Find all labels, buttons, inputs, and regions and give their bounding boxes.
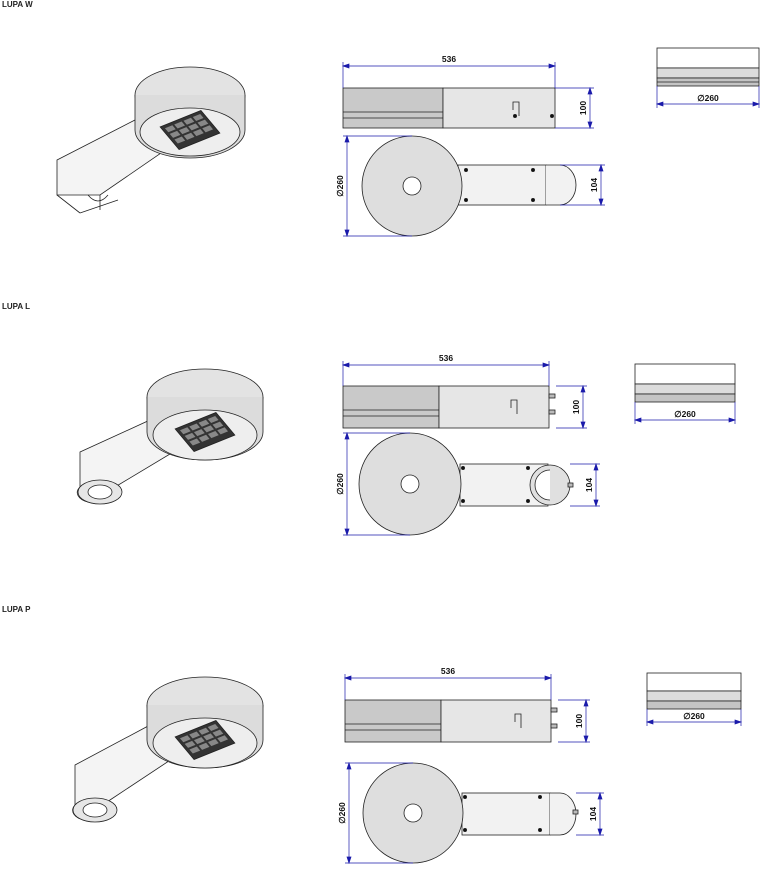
section-lupa-p: LUPA P xyxy=(0,605,761,895)
dim-top-diameter xyxy=(633,402,737,424)
dim-top-diameter-label: ∅260 xyxy=(683,711,705,721)
dim-top-diameter-label: ∅260 xyxy=(674,409,696,419)
dim-bracket-label: 104 xyxy=(588,807,598,821)
dim-length xyxy=(341,361,551,386)
dim-height xyxy=(556,384,587,430)
perspective-view xyxy=(56,66,246,214)
dim-height xyxy=(555,86,594,130)
dim-diameter-label: ∅260 xyxy=(335,175,345,197)
dim-bracket xyxy=(570,462,600,508)
perspective-view xyxy=(76,368,264,505)
lupa-w-drawing: 536 100 ∅260 104 xyxy=(56,47,761,238)
dim-height xyxy=(558,698,590,744)
dim-bracket-label: 104 xyxy=(584,478,594,492)
dim-diameter xyxy=(343,134,412,238)
perspective-view xyxy=(72,676,264,823)
lupa-p-drawing: 536 100 ∅260 104 xyxy=(72,666,743,865)
section-lupa-l: LUPA L xyxy=(0,302,761,592)
front-elevation xyxy=(656,47,760,87)
led-array-icon xyxy=(174,412,236,452)
side-elevation xyxy=(344,699,558,743)
dim-length xyxy=(341,62,557,88)
dim-length xyxy=(343,674,553,700)
side-elevation xyxy=(342,87,556,129)
plan-view xyxy=(358,432,574,536)
dim-bracket-label: 104 xyxy=(589,178,599,192)
dim-bracket xyxy=(576,791,604,837)
section-title: LUPA L xyxy=(2,302,30,311)
front-elevation xyxy=(646,672,742,710)
dim-top-diameter xyxy=(655,86,761,108)
section-title: LUPA P xyxy=(2,605,31,614)
section-title: LUPA W xyxy=(2,0,33,9)
dim-height-label: 100 xyxy=(571,400,581,414)
led-array-icon xyxy=(159,110,221,150)
plan-view xyxy=(362,762,579,864)
dim-length-label: 536 xyxy=(442,54,456,64)
front-elevation xyxy=(634,363,736,403)
section-lupa-w: LUPA W xyxy=(0,0,761,290)
dim-diameter-label: ∅260 xyxy=(337,802,347,824)
dim-length-label: 536 xyxy=(441,666,455,676)
plan-view xyxy=(361,135,577,237)
lupa-l-drawing: 536 100 ∅260 104 xyxy=(76,353,737,537)
dim-diameter xyxy=(343,431,410,537)
side-elevation xyxy=(342,385,556,429)
led-array-icon xyxy=(174,720,236,760)
dim-diameter-label: ∅260 xyxy=(335,473,345,495)
dim-bracket xyxy=(560,163,605,207)
dim-diameter xyxy=(345,761,413,865)
dim-length-label: 536 xyxy=(439,353,453,363)
dim-top-diameter xyxy=(645,709,743,726)
dim-height-label: 100 xyxy=(574,714,584,728)
dim-height-label: 100 xyxy=(578,101,588,115)
dim-top-diameter-label: ∅260 xyxy=(697,93,719,103)
